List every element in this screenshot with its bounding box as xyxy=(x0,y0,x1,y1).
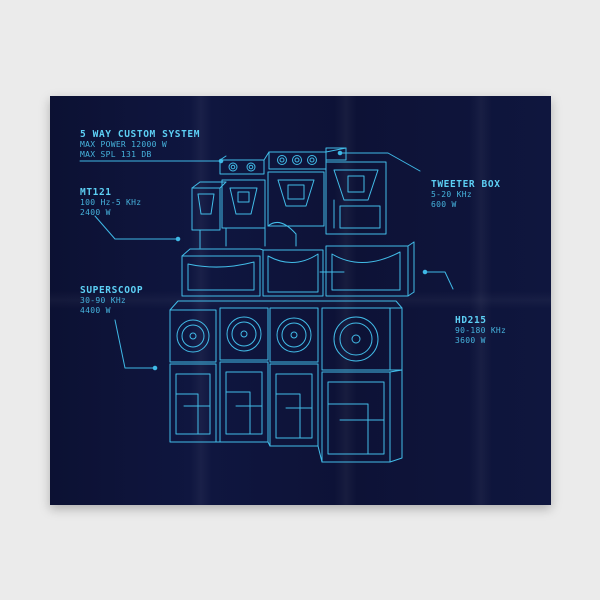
leader-dot xyxy=(422,269,428,275)
callout-superscoop-line: 4400 W xyxy=(80,306,111,315)
leader-dot xyxy=(337,150,343,156)
callout-hd215-title: HD215 xyxy=(455,315,487,326)
leader-tweeter xyxy=(339,152,421,172)
leader-superscoop xyxy=(114,319,156,369)
callout-superscoop-title: SUPERSCOOP xyxy=(80,285,144,296)
callout-tweeter-title: TWEETER BOX xyxy=(431,179,501,190)
callout-mt121-line: 2400 W xyxy=(80,208,111,217)
fold-crease xyxy=(470,96,492,505)
callout-system-line: MAX POWER 12000 W xyxy=(80,140,167,149)
mt121-horn-row xyxy=(191,161,387,249)
callout-mt121-line: 100 Hz-5 KHz xyxy=(80,198,142,207)
callout-hd215-line: 3600 W xyxy=(455,336,486,345)
callout-system-line: MAX SPL 131 DB xyxy=(80,150,152,159)
poster: 5 WAY CUSTOM SYSTEM MAX POWER 12000 W MA… xyxy=(50,96,551,505)
callout-hd215: HD215 90-180 KHz 3600 W xyxy=(455,315,506,346)
callout-hd215-line: 90-180 KHz xyxy=(455,326,507,335)
leader-dot xyxy=(152,365,158,371)
callout-tweeter-line: 5-20 KHz xyxy=(431,190,472,199)
callout-leaders xyxy=(79,150,454,371)
callout-tweeter: TWEETER BOX 5-20 KHz 600 W xyxy=(431,179,501,210)
callout-system-title: 5 WAY CUSTOM SYSTEM xyxy=(80,129,201,140)
callout-tweeter-line: 600 W xyxy=(431,200,457,209)
mid-box-row xyxy=(181,241,415,297)
callout-system: 5 WAY CUSTOM SYSTEM MAX POWER 12000 W MA… xyxy=(80,129,200,160)
callout-superscoop-line: 30-90 KHz xyxy=(80,296,127,305)
callout-mt121: MT121 100 Hz-5 KHz 2400 W xyxy=(80,187,141,218)
hd215-woofer-row xyxy=(169,300,403,371)
superscoop-bass-row xyxy=(169,361,403,463)
callout-mt121-title: MT121 xyxy=(80,187,112,198)
speaker-stack-illustration xyxy=(79,147,454,463)
leader-dot xyxy=(175,236,181,242)
leader-mt121 xyxy=(94,215,179,240)
callout-superscoop: SUPERSCOOP 30-90 KHz 4400 W xyxy=(80,285,143,316)
leader-hd215 xyxy=(424,271,454,290)
tweeter-box-row xyxy=(219,147,347,175)
